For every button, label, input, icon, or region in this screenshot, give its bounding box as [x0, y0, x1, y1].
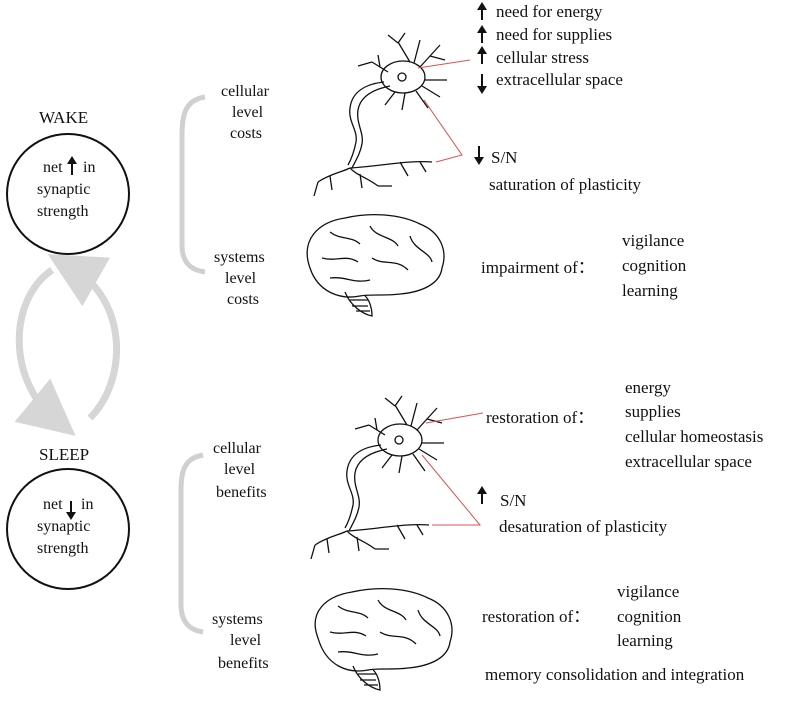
down-arrow-icon [477, 74, 487, 94]
restoration-item: extracellular space [625, 452, 752, 471]
signal-noise-label: S/N [500, 491, 527, 510]
effect-supplies: need for supplies [496, 25, 613, 44]
wake-bracket [179, 94, 206, 275]
restoration-item: supplies [625, 402, 681, 421]
cellular-benefits-label: benefits [216, 484, 267, 501]
restoration-item: energy [625, 378, 671, 397]
up-arrow-icon [477, 25, 487, 43]
cycle-arrow-down-icon [14, 267, 76, 436]
up-arrow-icon [477, 486, 487, 504]
systems-restoration-item: learning [617, 631, 673, 650]
cycle-arrow-up-icon [47, 254, 121, 421]
cellular-costs-label: level [232, 104, 264, 121]
sleep-net-text: net [43, 496, 63, 513]
effect-energy: need for energy [496, 2, 603, 21]
effect-stress: cellular stress [496, 48, 589, 67]
wake-circle [6, 133, 130, 255]
saturation-text: saturation of plasticity [489, 175, 642, 194]
neuron-illustration [310, 395, 444, 560]
wake-label: WAKE [39, 108, 89, 127]
systems-benefits-label: level [230, 632, 262, 649]
brain-illustration [314, 588, 453, 691]
wake-synaptic-text: synaptic [37, 181, 91, 198]
wake-strength-text: strength [37, 203, 89, 220]
cellular-costs-label: cellular [221, 83, 269, 100]
sleep-in-text: in [81, 496, 94, 513]
sleep-circle [6, 468, 130, 590]
wake-in-text: in [83, 159, 96, 176]
memory-consolidation-text: memory consolidation and integration [485, 665, 745, 684]
wake-net-text: net [43, 159, 63, 176]
desaturation-text: desaturation of plasticity [499, 517, 668, 536]
systems-restoration-heading: restoration of： [482, 607, 591, 626]
restoration-item: cellular homeostasis [625, 427, 764, 446]
cellular-costs-label: costs [230, 125, 262, 142]
sleep-label: SLEEP [39, 445, 90, 464]
restoration-heading: restoration of： [486, 408, 595, 427]
impairment-item: vigilance [622, 231, 685, 250]
systems-benefits-label: systems [212, 611, 263, 628]
systems-restoration-item: cognition [617, 607, 682, 626]
systems-costs-label: costs [227, 291, 259, 308]
impairment-item: learning [622, 281, 678, 300]
up-arrow-icon [477, 2, 487, 20]
pointer-lines [417, 59, 484, 526]
sleep-bracket [178, 452, 204, 635]
brain-illustration [306, 214, 445, 317]
systems-benefits-label: benefits [218, 655, 269, 672]
up-arrow-icon [477, 46, 487, 64]
sleep-synaptic-text: synaptic [37, 518, 91, 535]
signal-noise-label: S/N [491, 148, 518, 167]
systems-costs-label: systems [214, 249, 265, 266]
effect-extracellular: extracellular space [496, 70, 623, 89]
impairment-heading: impairment of： [481, 258, 595, 277]
impairment-item: cognition [622, 256, 687, 275]
sleep-strength-text: strength [37, 540, 89, 557]
neuron-illustration [313, 32, 447, 197]
systems-costs-label: level [225, 270, 257, 287]
down-arrow-icon [474, 146, 484, 165]
cellular-benefits-label: level [224, 461, 256, 478]
cellular-benefits-label: cellular [213, 440, 261, 457]
systems-restoration-item: vigilance [617, 582, 680, 601]
